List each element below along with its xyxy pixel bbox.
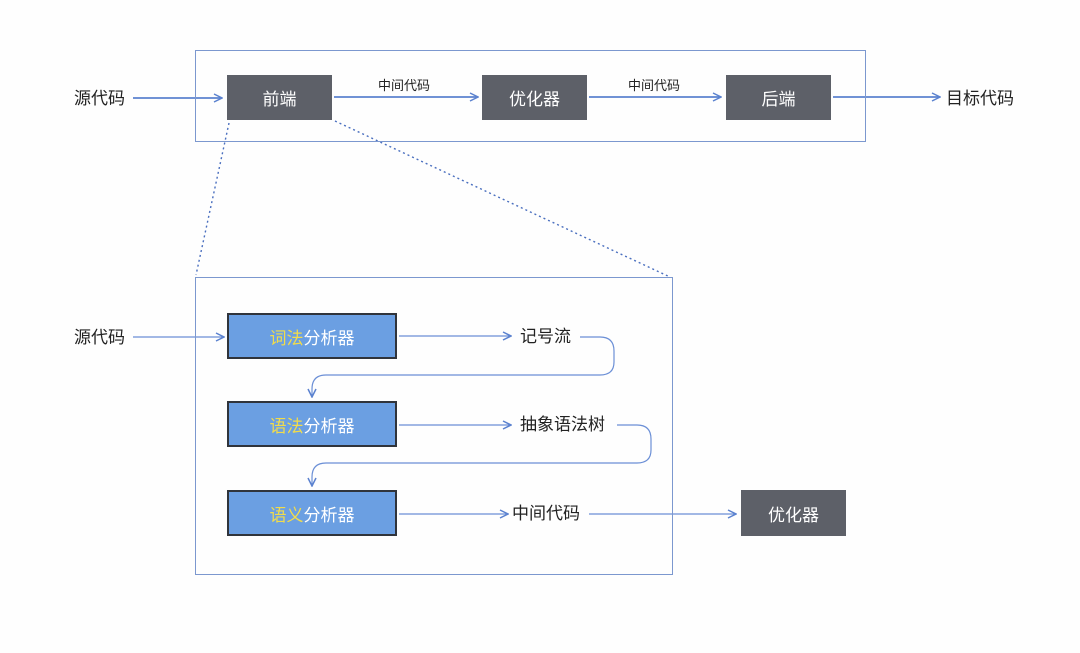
- optimizer-box-bottom: 优化器: [741, 490, 846, 536]
- lexical-rest: 分析器: [303, 328, 355, 349]
- intermediate-code-label: 中间代码: [512, 504, 580, 524]
- frontend-box: 前端: [227, 75, 332, 120]
- ast-label: 抽象语法树: [520, 415, 605, 435]
- optimizer-box-top: 优化器: [482, 75, 587, 120]
- backend-box: 后端: [726, 75, 831, 120]
- frontend-detail-frame: [195, 277, 673, 575]
- bottom-source-code-label: 源代码: [74, 328, 125, 348]
- zoom-line-left: [195, 122, 230, 276]
- loop-ast-to-semantic: [312, 424, 652, 486]
- token-stream-label: 记号流: [520, 327, 571, 347]
- zoom-line-right: [334, 120, 671, 278]
- ir-label-1: 中间代码: [378, 79, 431, 94]
- semantic-analyzer-box: 语义分析器: [227, 490, 397, 536]
- top-source-code-label: 源代码: [74, 89, 125, 109]
- syntax-highlight: 语法: [269, 416, 304, 437]
- ir-label-2: 中间代码: [628, 79, 681, 94]
- top-pipeline-frame: [195, 50, 866, 142]
- lexical-highlight: 词法: [269, 328, 304, 349]
- loop-tokens-to-parser: [312, 336, 615, 397]
- semantic-rest: 分析器: [303, 505, 355, 526]
- semantic-highlight: 语义: [269, 505, 304, 526]
- lexical-analyzer-box: 词法分析器: [227, 313, 397, 359]
- syntax-rest: 分析器: [303, 416, 355, 437]
- target-code-label: 目标代码: [946, 89, 1014, 109]
- syntax-analyzer-box: 语法分析器: [227, 401, 397, 447]
